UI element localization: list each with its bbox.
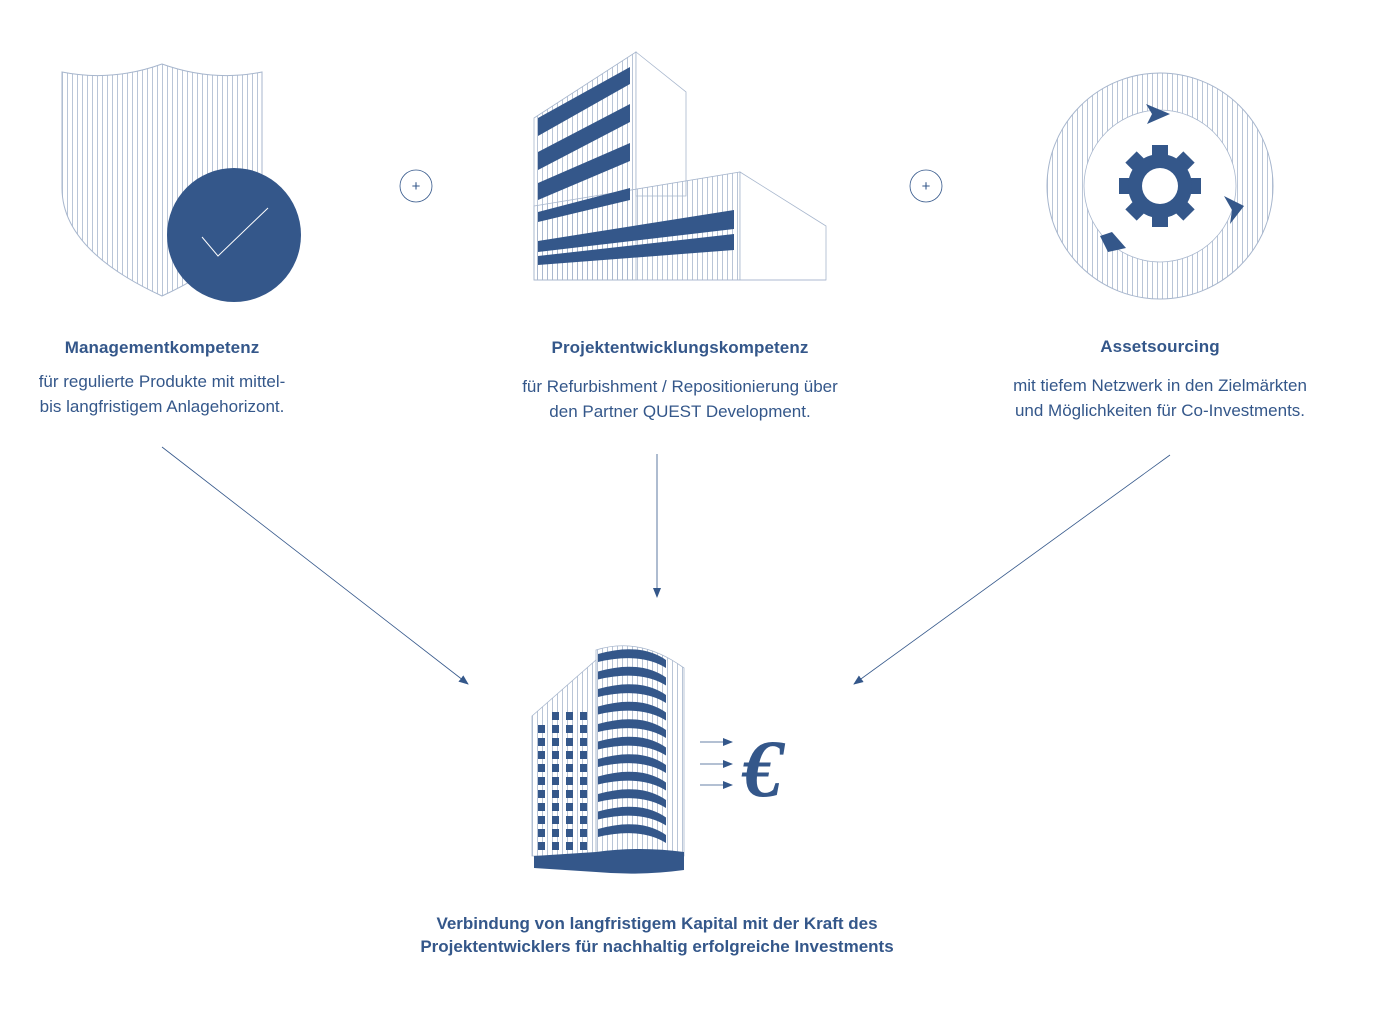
description-line: mit tiefem Netzwerk in den Zielmärkten bbox=[1013, 376, 1307, 395]
window-band bbox=[598, 684, 666, 703]
window bbox=[552, 829, 559, 837]
window-band bbox=[598, 719, 666, 738]
window bbox=[538, 803, 545, 811]
description-line: für Refurbishment / Repositionierung übe… bbox=[522, 377, 838, 396]
window bbox=[552, 764, 559, 772]
plus-icon-1: + bbox=[399, 169, 433, 203]
window bbox=[552, 816, 559, 824]
description-line: und Möglichkeiten für Co-Investments. bbox=[1014, 401, 1306, 420]
plus-icon-2: + bbox=[909, 169, 943, 203]
window bbox=[580, 751, 587, 759]
window bbox=[566, 738, 573, 746]
window bbox=[552, 712, 559, 720]
window bbox=[538, 764, 545, 772]
window-band bbox=[598, 736, 666, 756]
window-band bbox=[598, 806, 666, 826]
window bbox=[566, 751, 573, 759]
window-band bbox=[598, 666, 666, 686]
window bbox=[566, 725, 573, 733]
arrow-right bbox=[853, 454, 1171, 685]
description-line: bis langfristigem Anlagehorizont. bbox=[39, 397, 285, 416]
svg-text:+: + bbox=[922, 178, 931, 195]
arrow-left bbox=[161, 446, 469, 685]
window bbox=[552, 751, 559, 759]
window bbox=[538, 842, 545, 850]
window bbox=[580, 842, 587, 850]
window bbox=[538, 790, 545, 798]
column-title: Projektentwicklungskompetenz bbox=[551, 338, 809, 357]
window bbox=[566, 842, 573, 850]
column-description: für regulierte Produkte mit mittel- bis … bbox=[12, 369, 312, 419]
window bbox=[580, 738, 587, 746]
window bbox=[580, 790, 587, 798]
window bbox=[566, 777, 573, 785]
result-line: Verbindung von langfristigem Kapital mit… bbox=[436, 914, 878, 933]
window-band bbox=[598, 789, 666, 808]
window bbox=[538, 738, 545, 746]
window bbox=[552, 790, 559, 798]
office-tower-icon bbox=[531, 645, 685, 874]
result-line: Projektentwicklers für nachhaltig erfolg… bbox=[420, 937, 894, 956]
window-band bbox=[598, 824, 666, 843]
window bbox=[538, 751, 545, 759]
description-line: für regulierte Produkte mit mittel- bbox=[38, 372, 286, 391]
window bbox=[552, 842, 559, 850]
window bbox=[580, 764, 587, 772]
column-title: Managementkompetenz bbox=[64, 338, 260, 357]
window bbox=[552, 738, 559, 746]
building-icon bbox=[533, 51, 827, 281]
window bbox=[566, 790, 573, 798]
description-line: den Partner QUEST Development. bbox=[549, 402, 811, 421]
shield-check-icon bbox=[61, 63, 301, 302]
window bbox=[538, 725, 545, 733]
window-band bbox=[598, 701, 666, 721]
window-band bbox=[598, 649, 666, 668]
column-title: Assetsourcing bbox=[1100, 337, 1220, 356]
window bbox=[566, 816, 573, 824]
column-project-development: Projektentwicklungskompetenz für Refurbi… bbox=[460, 338, 900, 424]
gear-cycle-icon bbox=[1046, 72, 1274, 300]
window bbox=[580, 777, 587, 785]
window bbox=[580, 816, 587, 824]
svg-text:+: + bbox=[412, 178, 421, 195]
result-caption: Verbindung von langfristigem Kapital mit… bbox=[357, 912, 957, 958]
flow-arrows bbox=[700, 738, 733, 789]
window bbox=[580, 829, 587, 837]
window bbox=[552, 803, 559, 811]
window bbox=[580, 803, 587, 811]
window bbox=[538, 816, 545, 824]
column-management: Managementkompetenz für regulierte Produ… bbox=[12, 338, 312, 419]
window bbox=[538, 829, 545, 837]
window bbox=[580, 725, 587, 733]
window bbox=[552, 725, 559, 733]
window bbox=[566, 803, 573, 811]
window bbox=[566, 764, 573, 772]
window bbox=[552, 777, 559, 785]
window-band bbox=[598, 754, 666, 773]
euro-icon: € bbox=[741, 723, 786, 814]
window bbox=[538, 777, 545, 785]
column-description: mit tiefem Netzwerk in den Zielmärkten u… bbox=[980, 373, 1340, 423]
window bbox=[566, 712, 573, 720]
column-assetsourcing: Assetsourcing mit tiefem Netzwerk in den… bbox=[980, 337, 1340, 423]
window bbox=[580, 712, 587, 720]
window bbox=[566, 829, 573, 837]
window-band bbox=[598, 771, 666, 791]
column-description: für Refurbishment / Repositionierung übe… bbox=[460, 374, 900, 424]
